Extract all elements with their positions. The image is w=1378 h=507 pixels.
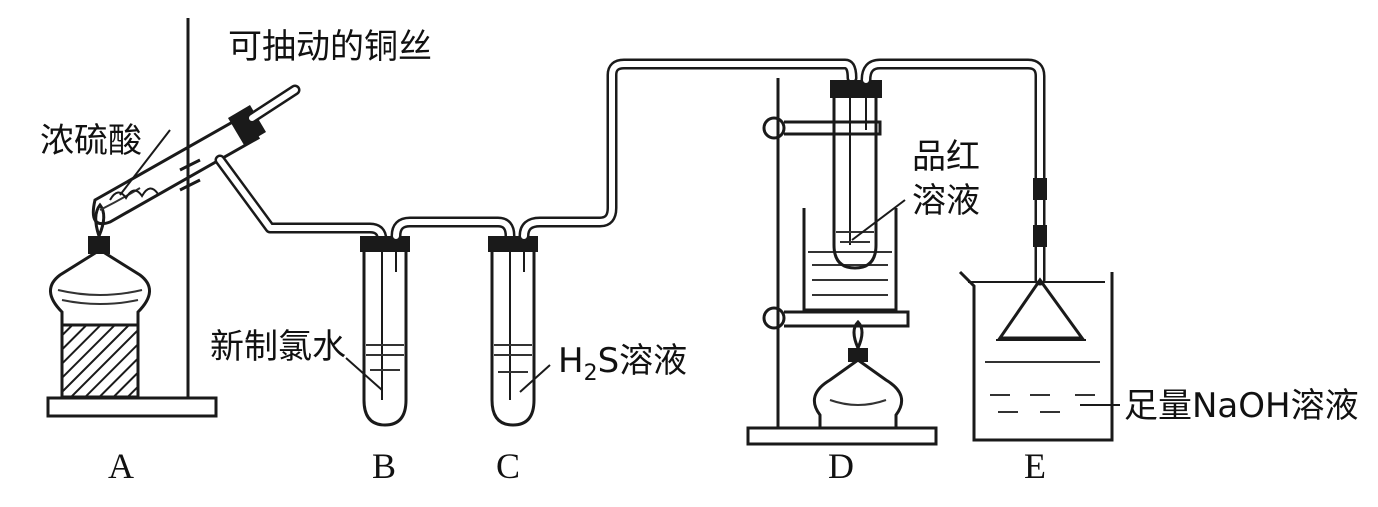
stand-base-d [746,426,938,446]
apparatus-label-d: D [828,446,854,486]
inverted-funnel [997,277,1085,340]
liquid-b [366,344,404,371]
test-tube-d [832,96,878,270]
label-copper-wire: 可抽动的铜丝 [228,27,432,67]
stopper-d [830,80,882,98]
h2s-subscript: 2 [584,361,598,386]
stopper-c [488,236,538,252]
label-naoh-solution: 足量NaOH溶液 [1124,386,1359,426]
liquid-c [494,344,532,373]
apparatus-label-a: A [108,446,134,486]
label-h2s-solution: H2S溶液 [558,341,687,386]
test-tube-c [490,250,536,427]
water-bath-beaker [802,208,898,312]
reaction-tube-a [91,84,301,226]
test-tube-b [362,250,408,427]
alcohol-lamp-a [49,202,151,325]
stopper-b [360,236,410,252]
alcohol-lamp-d [812,319,904,428]
label-magenta-line2: 溶液 [912,181,980,221]
stand-base-a [46,396,218,418]
apparatus-e [958,270,1120,442]
apparatus-b [360,216,516,427]
beaker-e [958,270,1114,442]
label-conc-sulfuric-acid: 浓硫酸 [40,121,142,161]
label-magenta-line1: 品红 [912,137,980,177]
apparatus-label-b: B [372,446,396,486]
h2s-suffix: S溶液 [598,341,688,381]
h2s-prefix: H [558,341,584,381]
label-chlorine-water: 新制氯水 [210,327,346,367]
apparatus-label-c: C [496,446,520,486]
apparatus-d [746,58,1047,446]
apparatus-label-e: E [1024,446,1046,486]
heat-block [60,323,140,399]
apparatus-c [488,58,858,427]
